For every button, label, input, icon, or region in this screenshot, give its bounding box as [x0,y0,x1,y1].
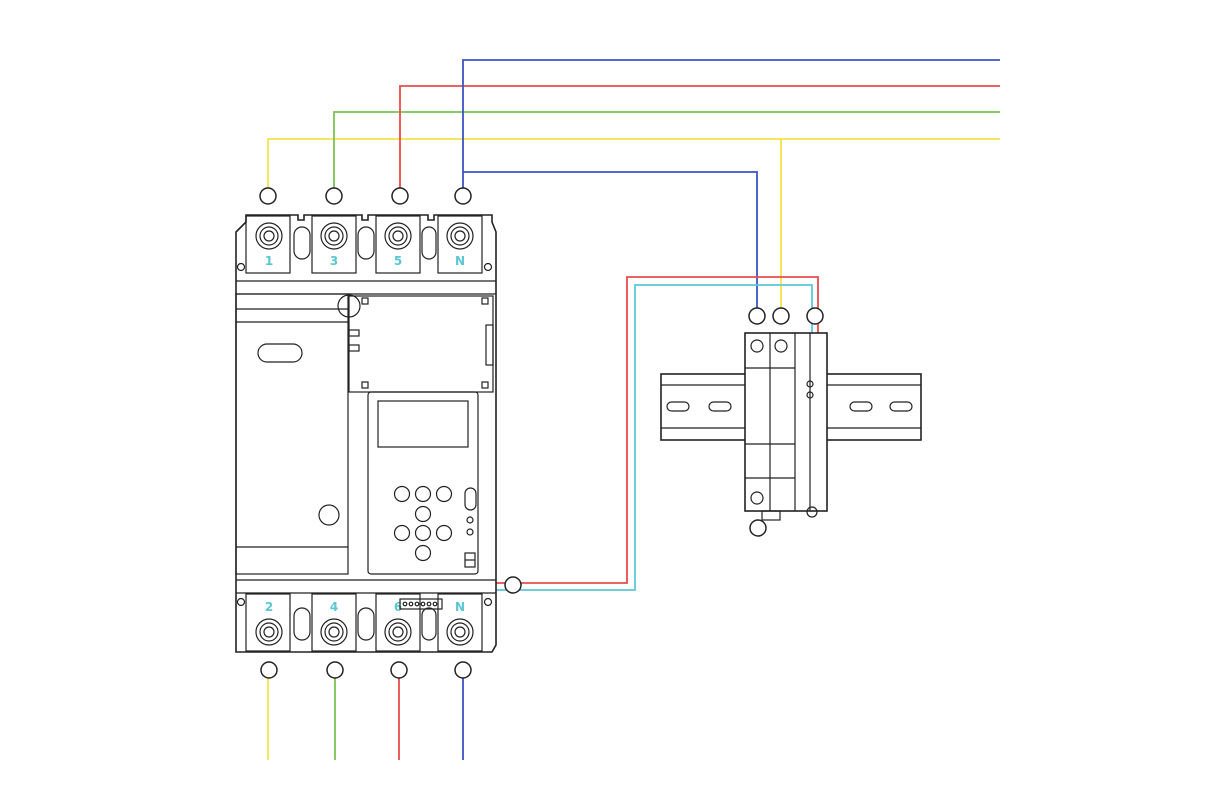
node-circle [749,519,767,537]
wire-red-top [399,85,1000,188]
terminal-screw-icon [255,618,474,646]
din-rail-assembly [660,332,922,521]
top-terminal-label: 3 [330,254,338,268]
signal-connector [399,598,443,610]
node-circle [260,661,278,679]
node-circle [325,187,343,205]
node-circle [748,307,766,325]
bottom-terminal-label: 4 [330,600,338,614]
bottom-terminal-label: 2 [265,600,273,614]
wire-yellow-top [267,138,1000,188]
top-terminal-label: N [455,254,465,268]
node-circle [259,187,277,205]
node-circle [772,307,790,325]
terminal-screw-icon [255,222,474,250]
bottom-terminal-label: 6 [394,600,402,614]
node-circle [454,661,472,679]
top-terminal-block: 1 3 5 N [236,215,493,274]
breaker-slot [257,343,303,363]
circuit-breaker: 1 3 5 N [235,214,497,653]
node-circle [390,661,408,679]
node-circle [391,187,409,205]
node-circle [806,307,824,325]
wire-blue-to-module [463,171,758,308]
lcd-display [377,400,469,448]
node-circle [454,187,472,205]
wire-blue-top [462,59,1000,188]
breaker-body [235,214,497,653]
trip-unit-panel [367,391,479,575]
bottom-terminal-block: 2 4 6 N [236,593,493,652]
din-module [744,332,828,521]
wire-green-top [333,111,1000,188]
terminal-screw-icon [750,339,788,505]
bottom-terminal-label: N [455,600,465,614]
connection-nodes [259,187,824,679]
node-circle [504,576,522,594]
node-circle [326,661,344,679]
keypad-buttons [393,485,453,562]
top-terminal-label: 5 [394,254,402,268]
breaker-test-point [318,504,340,526]
top-terminal-label: 1 [265,254,273,268]
breaker-left-panel [235,293,349,575]
